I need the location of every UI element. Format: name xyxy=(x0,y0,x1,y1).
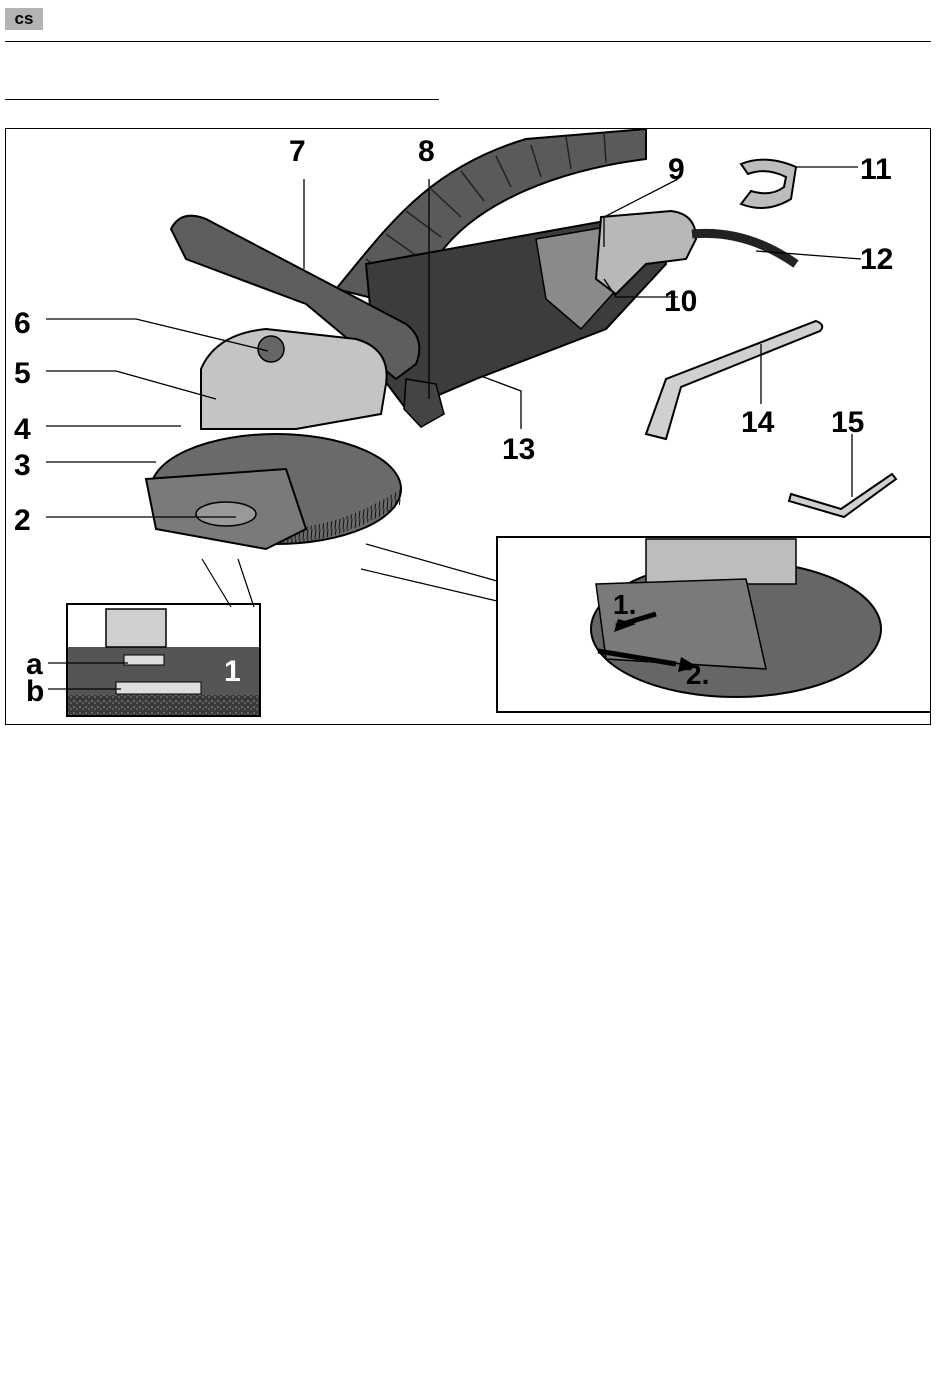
power-cable xyxy=(692,233,796,264)
step-2-label: 2. xyxy=(686,659,709,690)
hose-clip xyxy=(741,160,796,208)
callout-15: 15 xyxy=(831,406,864,439)
grinder-illustration: 7 8 9 11 12 10 6 5 4 3 2 13 14 15 a b 1 … xyxy=(6,129,930,724)
two-pin-spanner xyxy=(646,321,822,439)
callout-12: 12 xyxy=(860,243,893,276)
callout-4: 4 xyxy=(14,413,31,446)
callout-8: 8 xyxy=(418,135,435,168)
header-rule xyxy=(5,41,931,42)
callout-5: 5 xyxy=(14,357,31,390)
angle-grinder-figure: 7 8 9 11 12 10 6 5 4 3 2 13 14 15 a b 1 … xyxy=(5,128,931,725)
inset-hood-rotation xyxy=(361,537,930,712)
callout-6: 6 xyxy=(14,307,31,340)
callout-b: b xyxy=(26,675,44,708)
inset-flange-detail xyxy=(67,559,260,716)
gear-head xyxy=(201,329,387,429)
callout-9: 9 xyxy=(668,153,685,186)
callout-7: 7 xyxy=(289,135,306,168)
callout-2: 2 xyxy=(14,504,31,537)
callout-14: 14 xyxy=(741,406,775,439)
step-1-label: 1. xyxy=(613,589,636,620)
callout-3: 3 xyxy=(14,449,31,482)
callout-13: 13 xyxy=(502,433,535,466)
callout-11: 11 xyxy=(860,153,892,186)
section-rule xyxy=(5,99,439,100)
language-badge: cs xyxy=(5,8,43,30)
callout-10: 10 xyxy=(664,285,697,318)
callout-1: 1 xyxy=(224,655,241,688)
allen-key xyxy=(789,474,896,517)
